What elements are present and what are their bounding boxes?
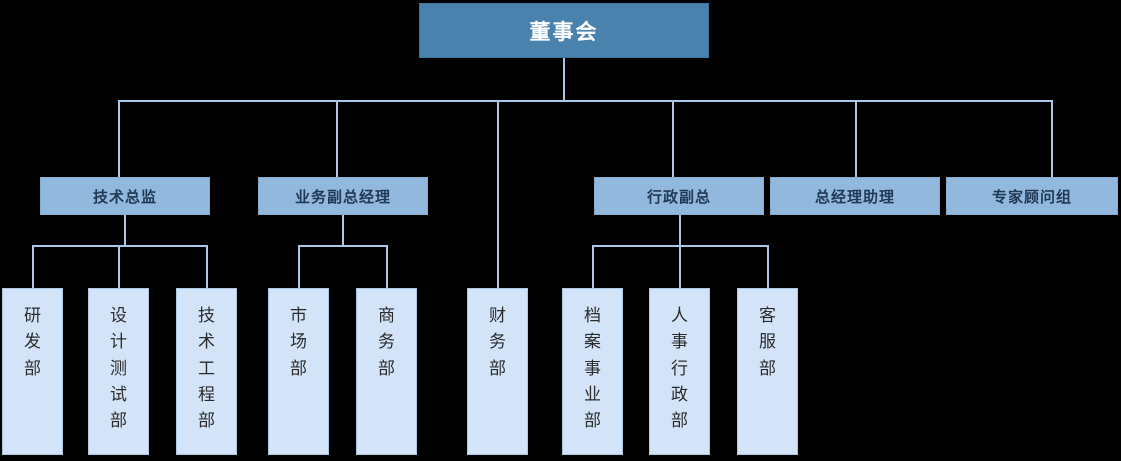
node-tech-eng-dept[interactable]: 技术工程部 [176,288,237,455]
connector-drop-design-test-dept [118,245,120,288]
connector-tech-director-bus [32,245,208,247]
node-label: 技术总监 [92,187,157,206]
connector-drop-marketing-dept [298,245,300,288]
connector-drop-hr-admin-dept [679,245,681,288]
node-expert-advisory[interactable]: 专家顾问组 [946,177,1118,215]
node-label: 总经理助理 [814,187,895,206]
connector-admin-vp-stem [679,214,681,245]
node-rd-dept[interactable]: 研发部 [2,288,63,455]
node-hr-admin-dept[interactable]: 人事行政部 [649,288,710,455]
node-customer-svc-dept[interactable]: 客服部 [737,288,798,455]
connector-drop-rd-dept [32,245,34,288]
node-admin-vp[interactable]: 行政副总 [594,177,764,215]
node-label: 人事行政部 [671,306,688,432]
connector-root-bus [118,100,1053,102]
connector-drop-tech-director [118,100,120,177]
connector-drop-commerce-dept [386,245,388,288]
node-archive-biz-dept[interactable]: 档案事业部 [562,288,623,455]
connector-drop-expert-advisory [1051,100,1053,177]
node-label: 董事会 [529,19,599,44]
node-label: 技术工程部 [198,306,215,432]
node-label: 市场部 [290,306,307,379]
node-label: 档案事业部 [584,306,601,432]
connector-drop-business-vp [336,100,338,177]
node-design-test-dept[interactable]: 设计测试部 [88,288,149,455]
node-tech-director[interactable]: 技术总监 [40,177,210,215]
node-board-of-directors[interactable]: 董事会 [419,3,709,58]
node-label: 专家顾问组 [991,187,1072,206]
node-label: 商务部 [378,306,395,379]
node-business-vp[interactable]: 业务副总经理 [258,177,428,215]
connector-drop-admin-vp [672,100,674,177]
connector-drop-archive-biz-dept [592,245,594,288]
node-label: 行政副总 [646,187,711,206]
node-finance-dept[interactable]: 财务部 [467,288,528,455]
connector-tech-director-stem [124,214,126,245]
node-label: 财务部 [489,306,506,379]
connector-drop-customer-svc-dept [767,245,769,288]
node-label: 研发部 [24,306,41,379]
node-commerce-dept[interactable]: 商务部 [356,288,417,455]
connector-business-vp-stem [342,214,344,245]
node-label: 业务副总经理 [294,187,391,206]
connector-drop-finance-dept [497,100,499,288]
node-gm-assistant[interactable]: 总经理助理 [770,177,940,215]
node-label: 客服部 [759,306,776,379]
connector-drop-tech-eng-dept [206,245,208,288]
node-marketing-dept[interactable]: 市场部 [268,288,329,455]
node-label: 设计测试部 [110,306,127,432]
connector-drop-gm-assistant [855,100,857,177]
connector-root-stem [563,58,565,102]
connector-business-vp-bus [298,245,388,247]
